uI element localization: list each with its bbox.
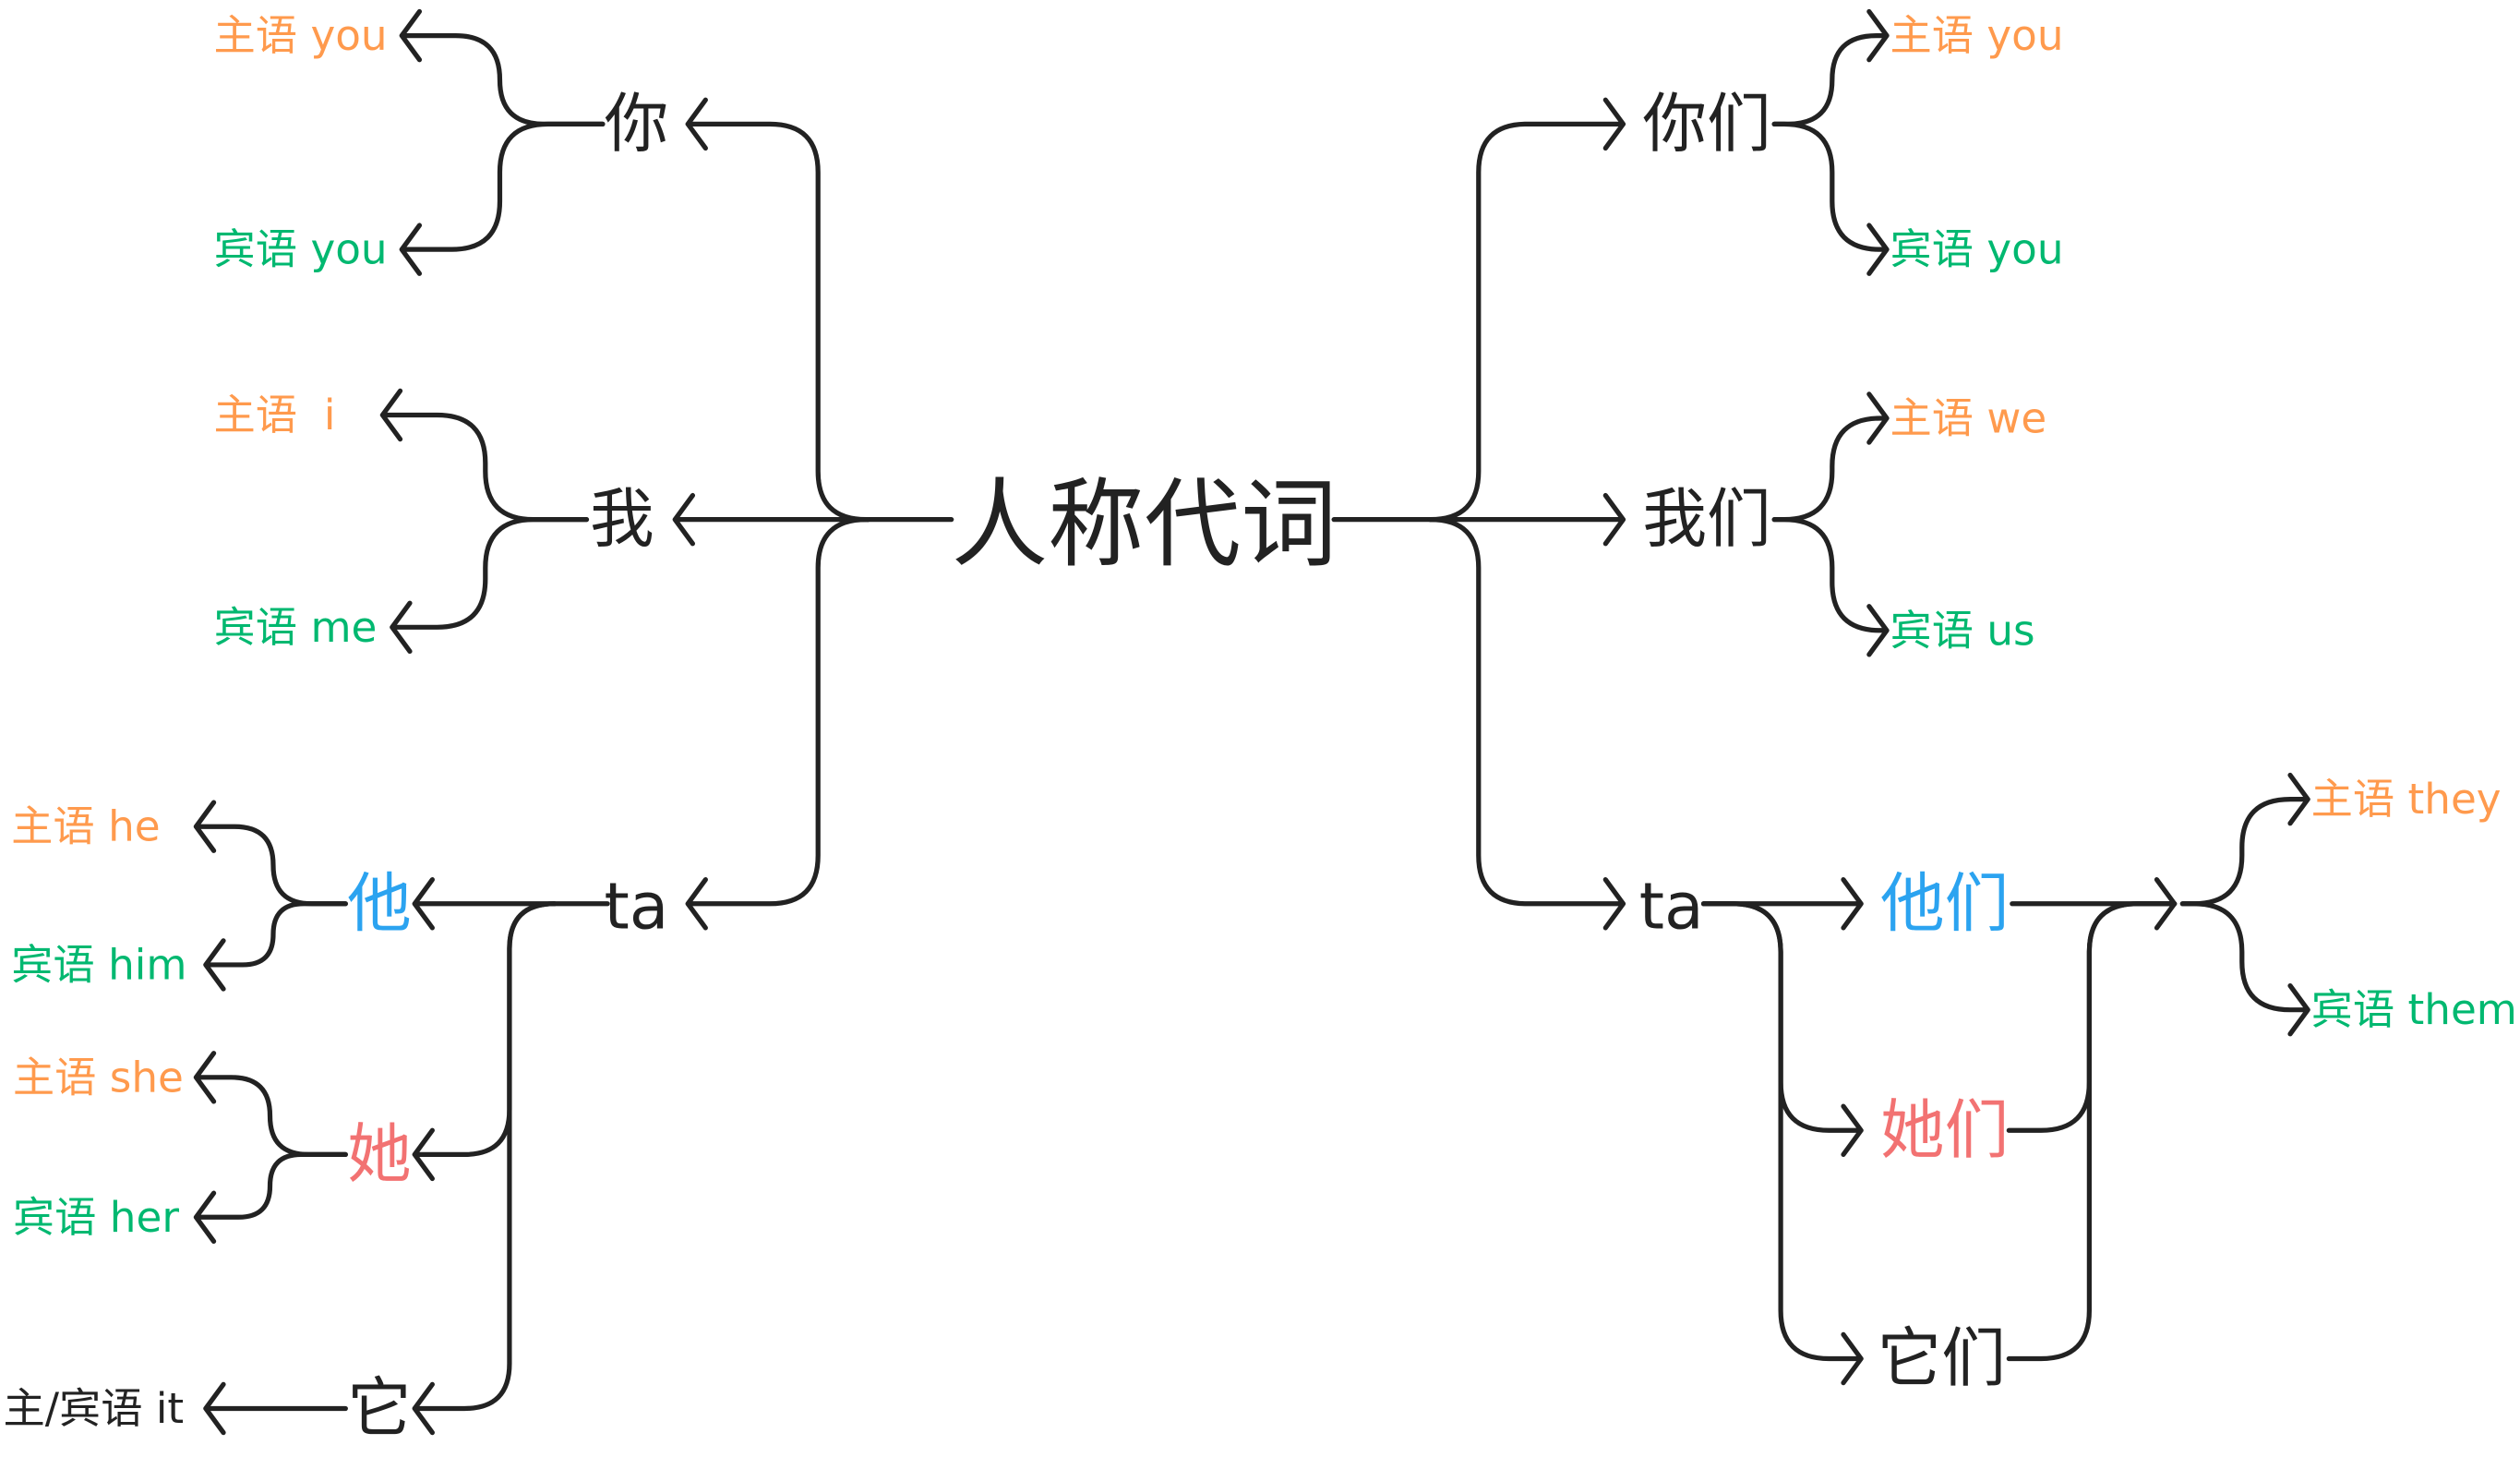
leaf-women-object[interactable]: 宾语 us [1890,606,2034,655]
leaf-she-object[interactable]: 宾语 her [13,1193,179,1242]
connector-arrow [1771,121,1890,276]
connector-arrow [203,1381,348,1436]
node-ta-left[interactable]: ta [604,870,668,945]
node-tamen-he[interactable]: 他们 [1880,866,2009,941]
leaf-ni-object[interactable]: 宾语 you [214,225,388,274]
node-tamen-it[interactable]: 它们 [1878,1321,2006,1396]
connectors [193,8,2310,1436]
connector-arrow [1427,97,1626,523]
node-wo[interactable]: 我 [590,482,654,557]
node-women[interactable]: 我们 [1642,482,1770,557]
node-ta-it[interactable]: 它 [347,1371,412,1446]
leaf-he-subject[interactable]: 主语 he [11,802,160,851]
connector-arrow [399,121,606,276]
connector-arrow [412,877,610,931]
connector-arrow [193,800,348,907]
node-ta-right[interactable]: ta [1639,870,1704,945]
connector-arrow [685,517,870,931]
leaf-he-object[interactable]: 宾语 him [11,940,186,989]
connector-arrow [193,1151,348,1245]
connector-arrow [1427,517,1626,931]
leaf-wo-subject[interactable]: 主语 i [214,391,336,440]
leaf-they-subject[interactable]: 主语 they [2311,775,2502,824]
connector-arrow [193,1051,348,1157]
leaf-wo-object[interactable]: 宾语 me [214,603,378,652]
leaf-nimen-object[interactable]: 宾语 you [1890,225,2063,274]
leaf-women-subject[interactable]: 主语 we [1890,393,2046,442]
leaf-ni-subject[interactable]: 主语 you [214,11,388,60]
node-tamen-she[interactable]: 她们 [1880,1093,2009,1168]
node-ta-she[interactable]: 她 [347,1117,412,1192]
connector-arrow [1771,8,1890,126]
leaf-she-subject[interactable]: 主语 she [13,1053,184,1102]
node-ni[interactable]: 你 [605,87,669,162]
leaf-they-object[interactable]: 宾语 them [2311,985,2517,1034]
connector-arrow [685,97,870,523]
connector-arrow [412,901,558,1436]
connector-arrow [390,517,590,655]
connector-arrow [1771,517,1890,657]
connector-arrow [399,8,606,126]
connector-arrow [1427,492,1626,547]
connector-arrow [2006,901,2178,1362]
connector-arrow [2179,901,2310,1037]
connector-arrow [2179,772,2310,907]
connector-arrow [1700,901,1864,1386]
connector-arrow [412,901,558,1182]
node-nimen[interactable]: 你们 [1642,87,1770,162]
connector-arrow [1771,391,1890,523]
center-node[interactable]: 人称代词 [952,468,1338,581]
connector-arrow [379,388,590,523]
connector-arrow [203,901,348,992]
node-ta-he[interactable]: 他 [347,866,412,941]
leaf-nimen-subject[interactable]: 主语 you [1890,11,2063,60]
connector-arrow [672,492,870,547]
leaf-it-both[interactable]: 主/宾语 it [3,1384,184,1433]
